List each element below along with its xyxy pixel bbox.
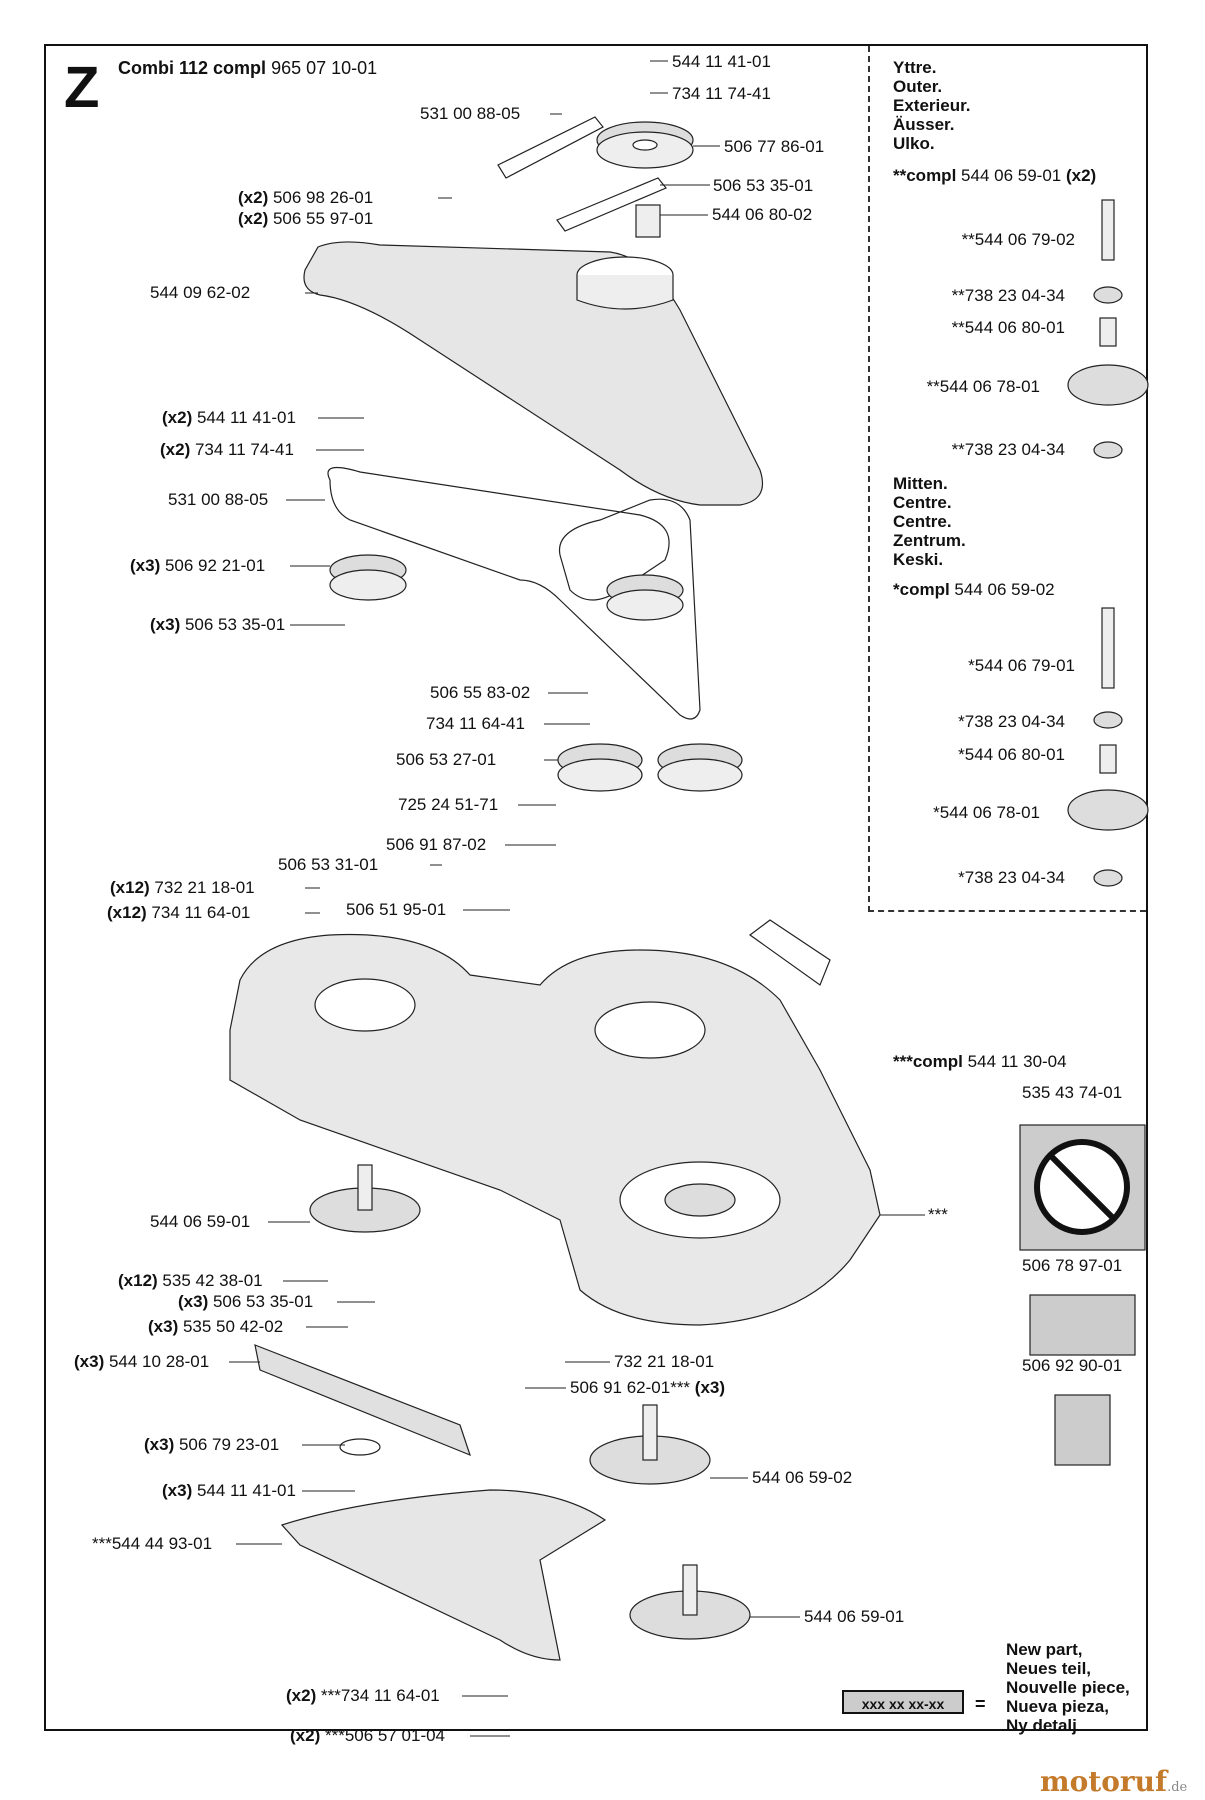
part-label: (x2) 734 11 74-41 (160, 440, 294, 459)
kit-part-label: *544 06 79-01 (968, 656, 1075, 675)
part-label: (x2) ***734 11 64-01 (286, 1686, 440, 1705)
new-part-legend: New part,Neues teil,Nouvelle piece,Nueva… (1006, 1640, 1130, 1735)
part-label: 544 11 41-01 (672, 52, 771, 71)
part-label: (x12) 732 21 18-01 (110, 878, 255, 897)
part-label: 531 00 88-05 (168, 490, 269, 509)
kit-part-label: **738 23 04-34 (951, 286, 1065, 305)
part-label: 506 51 95-01 (346, 900, 447, 919)
part-label: 506 91 62-01*** (x3) (570, 1378, 726, 1397)
decal-label: 506 92 90-01 (1022, 1356, 1123, 1375)
title-part: 965 07 10-01 (271, 58, 378, 78)
kit-part-label: *738 23 04-34 (958, 712, 1065, 731)
kit-part-label: **738 23 04-34 (951, 440, 1065, 459)
part-label: 732 21 18-01 (614, 1352, 715, 1371)
part-label: 506 53 27-01 (396, 750, 497, 769)
centre-heading: Mitten.Centre.Centre.Zentrum.Keski. (893, 474, 966, 569)
part-label: 506 53 31-01 (278, 855, 379, 874)
part-label: (x3) 535 50 42-02 (148, 1317, 284, 1336)
decal-label: 535 43 74-01 (1022, 1083, 1123, 1102)
part-label: 734 11 64-41 (426, 714, 525, 733)
part-label: (x2) ***506 57 01-04 (290, 1726, 446, 1745)
kit-part-label: *544 06 80-01 (958, 745, 1065, 764)
part-label: (x3) 506 53 35-01 (150, 615, 286, 634)
outer-heading: Yttre.Outer.Exterieur.Äusser.Ulko. (893, 58, 971, 153)
part-label: 544 06 80-02 (712, 205, 813, 224)
outer-compl: **compl 544 06 59-01 (x2) (893, 166, 1097, 185)
part-label: (x3) 506 79 23-01 (144, 1435, 280, 1454)
title-bold: Combi 112 compl (118, 58, 267, 78)
kit-panel-border (868, 46, 1146, 912)
part-label: (x12) 734 11 64-01 (107, 903, 251, 922)
part-label: 506 55 83-02 (430, 683, 531, 702)
part-label: *** (928, 1205, 948, 1224)
part-label: (x3) 506 53 35-01 (178, 1292, 314, 1311)
decal-label: 506 78 97-01 (1022, 1256, 1123, 1275)
watermark-logo: motoruf.de (1040, 1765, 1188, 1798)
centre-compl: *compl 544 06 59-02 (893, 580, 1055, 599)
part-label: 506 91 87-02 (386, 835, 487, 854)
part-label: (x2) 506 55 97-01 (238, 209, 374, 228)
kit-part-label: **544 06 79-02 (961, 230, 1075, 249)
part-label: 725 24 51-71 (398, 795, 499, 814)
kit-part-label: *544 06 78-01 (933, 803, 1040, 822)
part-label: (x3) 506 92 21-01 (130, 556, 266, 575)
part-label: (x2) 506 98 26-01 (238, 188, 374, 207)
part-label: 544 06 59-02 (752, 1468, 853, 1487)
kit-part-label: **544 06 80-01 (951, 318, 1065, 337)
kit-part-label: *738 23 04-34 (958, 868, 1065, 887)
part-label: 506 77 86-01 (724, 137, 825, 156)
part-label: (x3) 544 11 41-01 (162, 1481, 296, 1500)
section-letter: Z (64, 55, 100, 120)
part-label: (x12) 535 42 38-01 (118, 1271, 263, 1290)
part-label: 506 53 35-01 (713, 176, 814, 195)
part-label: ***544 44 93-01 (92, 1534, 213, 1553)
assembly-title: Combi 112 compl 965 07 10-01 (118, 58, 377, 79)
part-label: 544 09 62-02 (150, 283, 251, 302)
diagram-frame (44, 44, 1148, 1731)
part-label: 544 06 59-01 (150, 1212, 251, 1231)
legend-equals: = (975, 1694, 986, 1714)
part-label: 531 00 88-05 (420, 104, 521, 123)
part-label: 544 06 59-01 (804, 1607, 905, 1626)
new-part-swatch: xxx xx xx-xx (842, 1690, 964, 1714)
kit-compl: ***compl 544 11 30-04 (893, 1052, 1067, 1071)
part-label: 734 11 74-41 (672, 84, 771, 103)
kit-part-label: **544 06 78-01 (926, 377, 1040, 396)
part-label: (x2) 544 11 41-01 (162, 408, 296, 427)
part-label: (x3) 544 10 28-01 (74, 1352, 210, 1371)
